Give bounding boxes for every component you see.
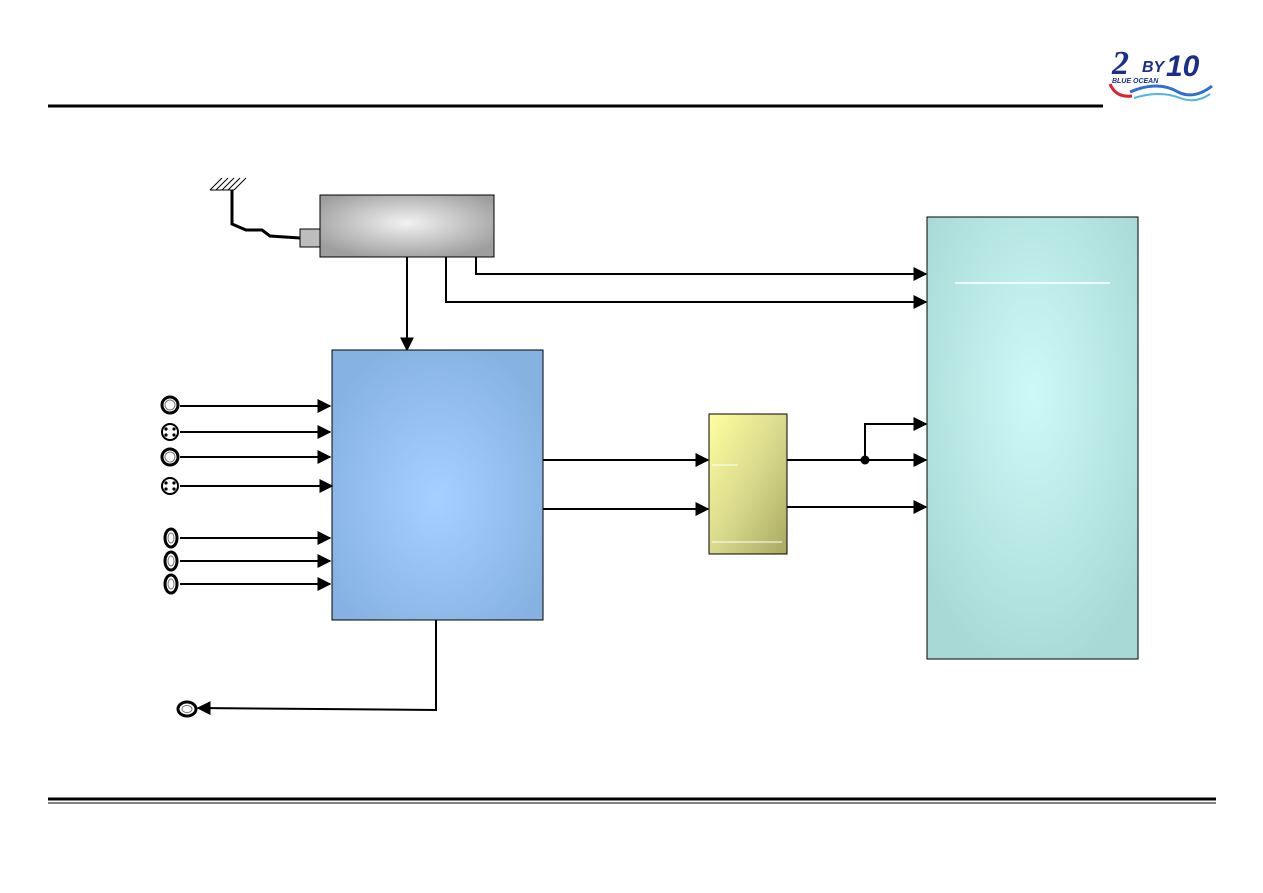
main-chip-block <box>926 216 1139 660</box>
output-connector <box>176 700 198 718</box>
svg-text:2: 2 <box>1111 45 1129 82</box>
input-connector-2 <box>161 423 179 441</box>
antenna-icon <box>209 177 247 191</box>
svg-text:10: 10 <box>1166 50 1200 83</box>
tuner-to-main-arrow-1 <box>475 257 928 281</box>
processor-block <box>708 413 788 555</box>
video-decoder-block <box>331 349 544 621</box>
processor-to-main-branch-arrow <box>864 417 928 460</box>
input-connector-5 <box>163 527 179 549</box>
input-connector-7 <box>163 573 179 595</box>
antenna-cable <box>230 190 301 240</box>
input-connector-4 <box>161 477 179 495</box>
input-connector-3 <box>160 447 180 467</box>
tuner-to-main-arrow-2 <box>445 257 928 309</box>
input-connector-1 <box>160 395 180 415</box>
company-logo: 2 BY 10 BLUE OCEAN <box>1108 45 1213 102</box>
svg-text:BLUE OCEAN: BLUE OCEAN <box>1112 78 1159 85</box>
tuner-connector <box>299 228 321 248</box>
decoder-output-arrow <box>196 620 437 716</box>
junction-dot <box>860 455 870 465</box>
svg-text:BY: BY <box>1142 59 1166 76</box>
tuner-block <box>319 194 495 258</box>
input-connector-6 <box>163 550 179 572</box>
